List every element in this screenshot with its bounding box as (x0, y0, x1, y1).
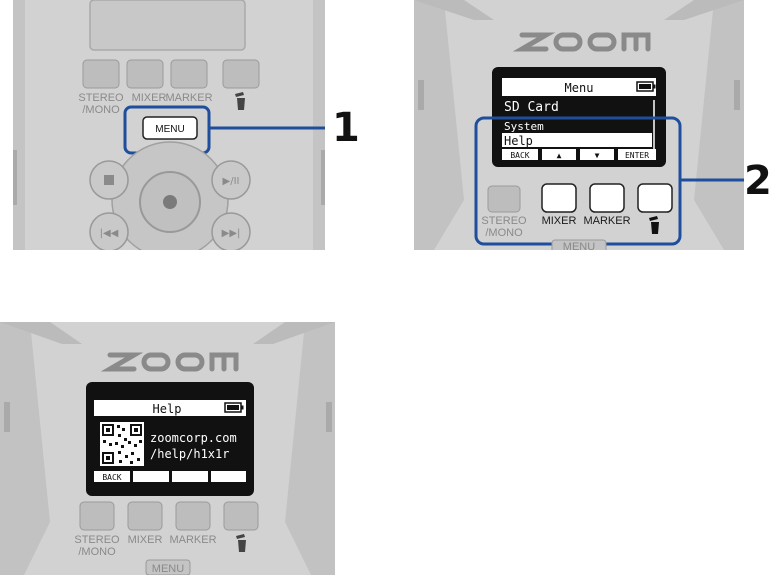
softkey-enter[interactable] (618, 149, 656, 160)
lcd-title-bar (502, 78, 656, 96)
stereo-mono-button[interactable] (82, 59, 120, 89)
step-number-1: 1 (332, 105, 360, 151)
play-pause-icon: ▶/II (223, 176, 240, 187)
help-url-line-2: /help/h1x1r (150, 447, 229, 461)
device-illustration-2: Menu SD Card System Help BACK ▲ ▼ ENTER … (414, 0, 744, 250)
softkey-enter-label: ENTER (625, 151, 649, 160)
play-pause-button[interactable] (211, 160, 251, 200)
step-number-2: 2 (744, 158, 772, 204)
mixer-label-3: MIXER (128, 534, 163, 546)
record-dot-icon (163, 195, 177, 209)
mono-label: /MONO (82, 104, 120, 116)
marker-label-2: MARKER (583, 215, 630, 227)
trash-button[interactable] (222, 59, 260, 89)
lcd-title-bar-3 (94, 400, 246, 416)
screen-bezel (89, 0, 246, 51)
lcd-title: Menu (565, 81, 594, 95)
mixer-label-partial: MIXER (132, 92, 167, 104)
menu-button[interactable] (142, 116, 198, 140)
softkey-up-label: ▲ (557, 151, 562, 160)
panel-help-screen: Help zoomcorp.com /help/h1x1r (0, 322, 335, 575)
zoom-logo (512, 32, 651, 52)
trash-icon-3 (236, 534, 246, 552)
lcd-item-help[interactable]: Help (504, 134, 533, 148)
panel-step-1: STEREO /MONO MIXER MARKER MENU ▶/II |◀◀ … (13, 0, 325, 250)
panel-step-2: Menu SD Card System Help BACK ▲ ▼ ENTER … (414, 0, 744, 250)
trash-icon (235, 92, 245, 110)
softkey-back-3[interactable] (94, 471, 130, 482)
device-illustration-3: Help zoomcorp.com /help/h1x1r (0, 322, 335, 575)
battery-icon (636, 81, 656, 92)
trash-button-2[interactable] (637, 183, 673, 213)
lcd-title-3: Help (153, 402, 182, 416)
mixer-button-3[interactable] (127, 501, 163, 531)
softkey-up[interactable] (542, 149, 576, 160)
stop-icon (104, 175, 114, 185)
menu-button-3[interactable] (145, 559, 191, 575)
menu-label-2: MENU (563, 241, 595, 250)
marker-label-partial: MARKER (165, 92, 212, 104)
softkey-back-label: BACK (510, 151, 529, 160)
menu-button-2[interactable] (551, 239, 607, 250)
marker-label-3: MARKER (169, 534, 216, 546)
softkey-4-3[interactable] (211, 471, 246, 482)
fast-forward-button[interactable] (211, 212, 251, 250)
lcd-item-system[interactable]: System (504, 120, 544, 133)
softkey-back[interactable] (502, 149, 538, 160)
trash-icon-2 (649, 216, 659, 234)
stereo-label: STEREO (78, 92, 124, 104)
stereo-label-2: STEREO (481, 215, 527, 227)
zoom-logo-2 (100, 352, 239, 372)
softkey-2-3[interactable] (133, 471, 169, 482)
marker-button[interactable] (170, 59, 208, 89)
mixer-button-2[interactable] (541, 183, 577, 213)
device-illustration-1: STEREO /MONO MIXER MARKER MENU ▶/II |◀◀ … (13, 0, 325, 250)
lcd-item-sd-card[interactable]: SD Card (504, 100, 559, 115)
lcd-selected-row (502, 133, 652, 147)
menu-button-label: MENU (155, 124, 184, 135)
battery-icon-3 (224, 402, 244, 413)
marker-button-2[interactable] (589, 183, 625, 213)
rewind-icon: |◀◀ (100, 228, 119, 239)
qr-code-icon (100, 422, 144, 466)
stereo-mono-button-2[interactable] (487, 185, 521, 213)
softkey-back-label-3: BACK (102, 473, 121, 482)
stereo-mono-button-3[interactable] (79, 501, 115, 531)
marker-button-3[interactable] (175, 501, 211, 531)
trash-button-3[interactable] (223, 501, 259, 531)
mono-label-2: /MONO (485, 227, 523, 239)
softkey-down-label: ▼ (595, 151, 600, 160)
mixer-button[interactable] (126, 59, 164, 89)
fast-forward-icon: ▶▶| (222, 228, 241, 239)
menu-label-3: MENU (152, 563, 184, 575)
mono-label-3: /MONO (78, 546, 116, 558)
help-url-line-1: zoomcorp.com (150, 431, 237, 445)
mixer-label-2: MIXER (542, 215, 577, 227)
softkey-down[interactable] (580, 149, 614, 160)
stereo-label-3: STEREO (74, 534, 120, 546)
rewind-button[interactable] (89, 212, 129, 250)
softkey-3-3[interactable] (172, 471, 208, 482)
